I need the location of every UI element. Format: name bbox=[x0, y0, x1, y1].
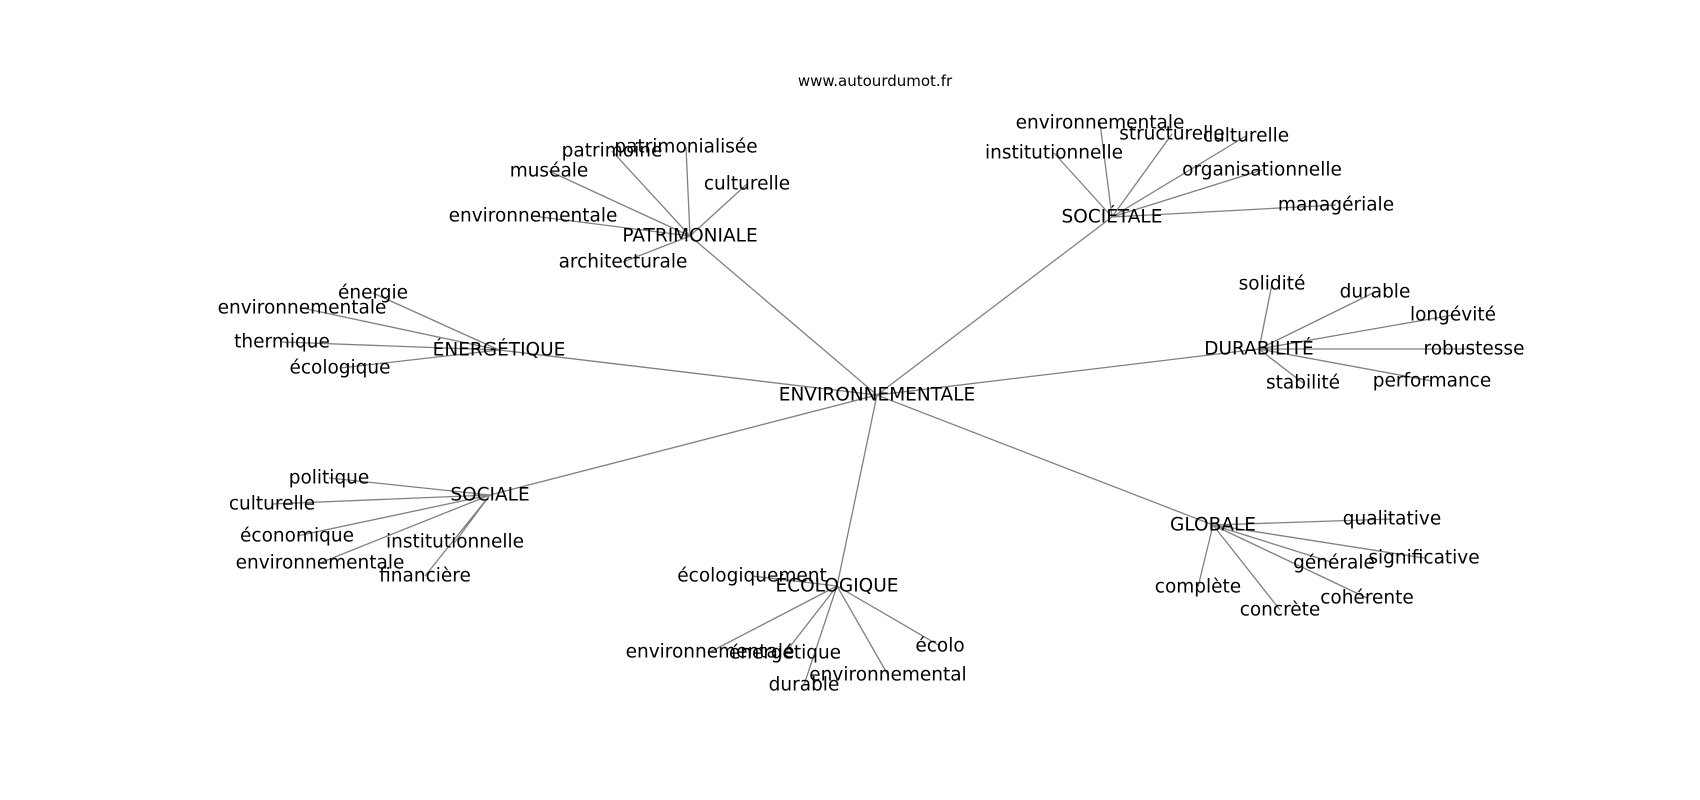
edge-center-to-societale-1 bbox=[876, 216, 1113, 396]
edge-patrimoniale-0-to-patrimonialisee-1 bbox=[685, 146, 691, 237]
node-word-stabilite-4[interactable]: stabilité bbox=[1266, 373, 1340, 394]
edge-sociale-4-to-politique-0 bbox=[328, 477, 491, 496]
node-word-environnementale-1[interactable]: environnementale bbox=[218, 298, 387, 319]
site-url-label: www.autourdumot.fr bbox=[797, 72, 953, 90]
node-word-museale-2[interactable]: muséale bbox=[510, 161, 589, 182]
edge-globale-5-to-significative-1 bbox=[1212, 524, 1425, 559]
graph-edges bbox=[271, 122, 1474, 686]
edge-energetique-2-to-ecologique-3 bbox=[339, 349, 500, 369]
edge-center-to-durabilite-3 bbox=[876, 348, 1260, 396]
node-word-institutionnelle-3[interactable]: institutionnelle bbox=[985, 143, 1123, 164]
node-word-robustesse-3[interactable]: robustesse bbox=[1424, 339, 1525, 360]
edge-globale-5-to-qualitative-0 bbox=[1212, 518, 1393, 526]
node-word-patrimonialisee-1[interactable]: patrimonialisée bbox=[614, 137, 757, 158]
node-branch-patrimoniale-0[interactable]: PATRIMONIALE bbox=[622, 226, 757, 247]
edge-durabilite-3-to-longevite-2 bbox=[1258, 314, 1454, 350]
node-branch-sociale-4[interactable]: SOCIALE bbox=[450, 485, 529, 506]
node-word-financiere-5[interactable]: financière bbox=[379, 566, 471, 587]
edge-societale-1-to-institutionnelle-3 bbox=[1053, 152, 1113, 218]
node-word-qualitative-0[interactable]: qualitative bbox=[1343, 509, 1441, 530]
node-word-environnementale-4[interactable]: environnementale bbox=[236, 553, 405, 574]
node-word-culturelle-2[interactable]: culturelle bbox=[1203, 126, 1289, 147]
edge-durabilite-3-to-stabilite-4 bbox=[1258, 348, 1304, 384]
graph-labels: ENVIRONNEMENTALE PATRIMONIALE patrimoinepa… bbox=[218, 113, 1525, 696]
node-word-culturelle-1[interactable]: culturelle bbox=[229, 494, 315, 515]
edge-societale-1-to-culturelle-2 bbox=[1111, 135, 1247, 218]
edge-societale-1-to-organisationnelle-4 bbox=[1111, 169, 1263, 218]
edge-energetique-2-to-thermique-2 bbox=[281, 341, 500, 351]
node-word-patrimoine-0[interactable]: patrimoine bbox=[562, 141, 663, 162]
edge-patrimoniale-0-to-museale-2 bbox=[548, 170, 691, 237]
edge-globale-5-to-complete-4 bbox=[1197, 524, 1214, 588]
node-word-organisationnelle-4[interactable]: organisationnelle bbox=[1182, 160, 1342, 181]
edge-societale-1-to-structurelle-1 bbox=[1111, 133, 1173, 218]
edge-center-to-patrimoniale-0 bbox=[689, 235, 878, 396]
node-word-manageriale-5[interactable]: managériale bbox=[1278, 195, 1394, 216]
node-word-ecologiquement-0[interactable]: écologiquement bbox=[677, 566, 826, 587]
edge-patrimoniale-0-to-environnementale-4 bbox=[532, 215, 691, 237]
edge-center-to-globale-5 bbox=[876, 394, 1214, 526]
node-word-environnemental-4[interactable]: environnemental bbox=[809, 665, 966, 686]
node-word-environnementale-4[interactable]: environnementale bbox=[449, 206, 618, 227]
edge-patrimoniale-0-to-architecturale-5 bbox=[622, 235, 691, 263]
node-branch-globale-5[interactable]: GLOBALE bbox=[1170, 515, 1256, 536]
node-word-longevite-2[interactable]: longévité bbox=[1410, 305, 1496, 326]
node-word-environnementale-1[interactable]: environnementale bbox=[626, 642, 795, 663]
node-word-significative-1[interactable]: significative bbox=[1368, 548, 1479, 569]
edge-center-to-sociale-4 bbox=[489, 394, 878, 496]
edge-sociale-4-to-financiere-5 bbox=[424, 494, 491, 577]
node-word-generale-2[interactable]: générale bbox=[1293, 553, 1375, 574]
node-word-concrete-5[interactable]: concrète bbox=[1240, 600, 1321, 621]
node-branch-societale-1[interactable]: SOCIÉTALE bbox=[1062, 206, 1163, 228]
edge-ecologique-6-to-energetique-2 bbox=[784, 585, 838, 654]
edge-globale-5-to-coherente-3 bbox=[1212, 524, 1368, 599]
edge-sociale-4-to-environnementale-4 bbox=[319, 494, 491, 564]
node-word-ecologique-3[interactable]: écologique bbox=[289, 358, 390, 379]
node-word-ecolo-3[interactable]: écolo bbox=[915, 636, 964, 657]
edge-sociale-4-to-culturelle-1 bbox=[271, 494, 491, 505]
node-word-coherente-3[interactable]: cohérente bbox=[1320, 588, 1414, 609]
node-word-institutionnelle-3[interactable]: institutionnelle bbox=[386, 532, 524, 553]
edge-durabilite-3-to-durable-1 bbox=[1258, 291, 1376, 350]
edge-center-to-ecologique-6 bbox=[836, 394, 878, 587]
node-branch-durabilite-3[interactable]: DURABILITÉ bbox=[1204, 338, 1313, 360]
node-branch-energetique-2[interactable]: ÉNERGÉTIQUE bbox=[433, 339, 566, 361]
node-branch-ecologique-6[interactable]: ÉCOLOGIQUE bbox=[776, 575, 899, 597]
edge-societale-1-to-environnementale-0 bbox=[1099, 122, 1113, 218]
node-word-energie-0[interactable]: énergie bbox=[338, 283, 408, 304]
node-word-performance-5[interactable]: performance bbox=[1373, 371, 1491, 392]
edge-patrimoniale-0-to-patrimoine-0 bbox=[611, 150, 691, 237]
edge-ecologique-6-to-durable-5 bbox=[803, 585, 838, 686]
edge-ecologique-6-to-ecolo-3 bbox=[836, 585, 941, 647]
edge-sociale-4-to-economique-2 bbox=[296, 494, 491, 537]
edge-durabilite-3-to-solidite-0 bbox=[1258, 283, 1273, 350]
node-word-economique-2[interactable]: économique bbox=[240, 526, 354, 547]
node-center-environnementale[interactable]: ENVIRONNEMENTALE bbox=[779, 385, 975, 406]
edge-energetique-2-to-environnementale-1 bbox=[301, 307, 500, 351]
node-word-solidite-0[interactable]: solidité bbox=[1239, 274, 1306, 295]
node-word-complete-4[interactable]: complète bbox=[1155, 577, 1241, 598]
node-word-environnementale-0[interactable]: environnementale bbox=[1016, 113, 1185, 134]
edge-globale-5-to-generale-2 bbox=[1212, 524, 1335, 564]
edge-ecologique-6-to-environnementale-1 bbox=[709, 585, 838, 653]
node-word-durable-5[interactable]: durable bbox=[769, 675, 840, 696]
node-word-durable-1[interactable]: durable bbox=[1340, 282, 1411, 303]
edge-globale-5-to-concrete-5 bbox=[1212, 524, 1281, 611]
edge-patrimoniale-0-to-culturelle-3 bbox=[689, 183, 748, 237]
edge-energetique-2-to-energie-0 bbox=[372, 292, 500, 351]
node-word-politique-0[interactable]: politique bbox=[289, 468, 370, 489]
edge-societale-1-to-manageriale-5 bbox=[1111, 204, 1337, 218]
node-word-thermique-2[interactable]: thermique bbox=[234, 332, 330, 353]
node-word-culturelle-3[interactable]: culturelle bbox=[704, 174, 790, 195]
edge-ecologique-6-to-ecologiquement-0 bbox=[751, 575, 838, 587]
node-word-energetique-2[interactable]: énergétique bbox=[729, 643, 841, 664]
edge-center-to-energetique-2 bbox=[498, 349, 878, 396]
edge-durabilite-3-to-performance-5 bbox=[1258, 348, 1433, 382]
node-word-structurelle-1[interactable]: structurelle bbox=[1119, 124, 1225, 145]
node-word-architecturale-5[interactable]: architecturale bbox=[559, 252, 688, 273]
edge-ecologique-6-to-environnemental-4 bbox=[836, 585, 889, 676]
